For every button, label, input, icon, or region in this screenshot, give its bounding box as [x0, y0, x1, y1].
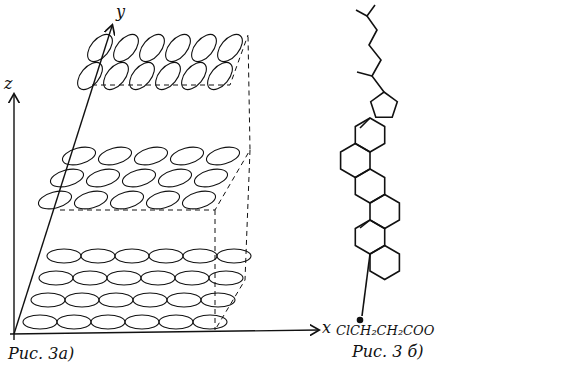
molecule-ellipse [31, 293, 65, 307]
molecule-ellipse [37, 188, 74, 212]
molecule-ellipse [85, 166, 122, 190]
molecule-ellipse [213, 30, 247, 66]
steroid-structure [341, 5, 400, 323]
axis-label: y [116, 4, 125, 20]
molecule-ellipse [83, 30, 117, 66]
molecule-ellipse [203, 58, 237, 94]
molecule-ellipse [149, 249, 183, 263]
molecule-ellipse [97, 144, 134, 168]
molecule-ellipse [205, 144, 242, 168]
molecule-ellipse [193, 166, 230, 190]
molecule-ellipse [109, 188, 146, 212]
molecule-ellipse [167, 293, 201, 307]
molecule-ellipse [193, 315, 227, 329]
molecule-ellipse [133, 144, 170, 168]
molecule-ellipse [177, 58, 211, 94]
molecule-ellipse [181, 188, 218, 212]
molecule-ellipse [99, 293, 133, 307]
molecule-ellipse [125, 58, 159, 94]
molecule-ellipse [99, 58, 133, 94]
molecule-ellipse [159, 315, 193, 329]
formula-label: ClCH₂CH₂COO [336, 324, 434, 337]
molecule-ellipse [65, 293, 99, 307]
ring [371, 92, 398, 117]
molecule-ellipse [39, 271, 73, 285]
molecule-ellipse [47, 249, 81, 263]
methyl-bond [360, 118, 370, 128]
molecule-ellipse [141, 271, 175, 285]
molecule-ellipse [187, 30, 221, 66]
y-axis [14, 26, 112, 334]
molecule-ellipse [109, 30, 143, 66]
oxygen-dot [358, 318, 363, 323]
molecule-ellipse [145, 188, 182, 212]
molecule-layers [23, 30, 251, 329]
side-chain [367, 5, 384, 92]
molecule-ellipse [49, 166, 86, 190]
layer-frame [60, 35, 250, 330]
molecule-ellipse [183, 249, 217, 263]
methyl-bond [360, 220, 370, 228]
molecule-ellipse [169, 144, 206, 168]
molecule-ellipse [209, 271, 243, 285]
side-chain [357, 72, 372, 76]
figure-caption: Рис. 3а) [8, 346, 74, 362]
molecule-ellipse [201, 293, 235, 307]
molecule-ellipse [73, 58, 107, 94]
molecule-ellipse [175, 271, 209, 285]
ring [370, 246, 399, 280]
molecule-ellipse [61, 144, 98, 168]
molecule-ellipse [91, 315, 125, 329]
figure-caption: Рис. 3 б) [352, 344, 423, 360]
molecule-ellipse [73, 188, 110, 212]
molecule-ellipse [125, 315, 159, 329]
molecule-ellipse [161, 30, 195, 66]
molecule-ellipse [81, 249, 115, 263]
molecule-ellipse [57, 315, 91, 329]
molecule-ellipse [115, 249, 149, 263]
ester-bond [362, 254, 370, 316]
molecule-ellipse [157, 166, 194, 190]
molecule-ellipse [151, 58, 185, 94]
molecule-ellipse [107, 271, 141, 285]
molecule-ellipse [73, 271, 107, 285]
molecule-ellipse [135, 30, 169, 66]
molecule-ellipse [23, 315, 57, 329]
molecule-ellipse [133, 293, 167, 307]
molecule-ellipse [121, 166, 158, 190]
molecule-ellipse [217, 249, 251, 263]
x-axis [10, 330, 318, 334]
z-axis [13, 95, 14, 340]
side-chain [356, 10, 367, 16]
axis-label: z [4, 76, 12, 92]
axis-label: x [322, 320, 331, 336]
